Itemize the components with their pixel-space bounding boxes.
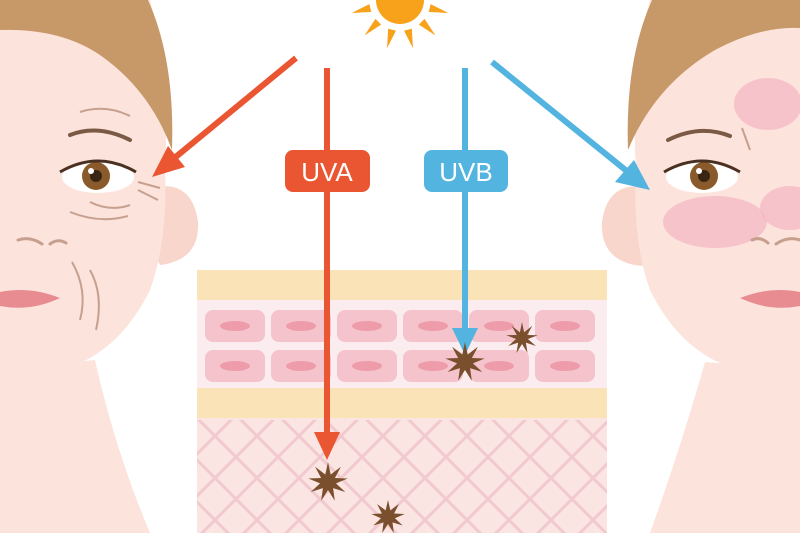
collagen-fiber	[283, 420, 402, 533]
cell-nucleus	[286, 321, 316, 331]
sun-ray	[387, 28, 396, 49]
right-eye-highlight	[696, 168, 702, 174]
right-neck	[650, 362, 800, 533]
right-lips	[740, 290, 800, 308]
right-hair	[627, 0, 800, 150]
cell-nucleus	[550, 361, 580, 371]
collagen-fiber	[241, 420, 360, 533]
basal-band	[197, 388, 607, 418]
cell-nucleus	[286, 361, 316, 371]
cell-nucleus	[220, 361, 250, 371]
uva-badge: UVA	[285, 150, 370, 192]
starburst-icon	[506, 322, 538, 353]
uva-arrowhead-left-face	[152, 146, 185, 177]
sun-ray	[418, 18, 436, 36]
collagen-fiber	[409, 420, 528, 533]
cell-nucleus	[550, 321, 580, 331]
sun-ray	[351, 4, 372, 13]
collagen-fiber	[199, 420, 318, 533]
collagen-fiber	[325, 420, 444, 533]
left-forehead-wrinkle	[79, 107, 131, 117]
sun-rays	[351, 4, 449, 49]
uvb-label: UVB	[439, 157, 492, 187]
left-face-aged	[0, 0, 199, 533]
uvb-arrowhead-epidermis	[452, 328, 478, 355]
cell-nucleus	[418, 361, 448, 371]
dermis-layer	[197, 418, 607, 533]
right-eyelid	[663, 159, 741, 174]
left-hair	[0, 0, 173, 150]
right-brow	[666, 128, 732, 142]
skin-cross-section	[197, 270, 607, 533]
uvb-arrows	[452, 59, 650, 355]
left-brow	[68, 128, 132, 142]
starburst-icon	[371, 500, 405, 533]
cell-nucleus	[418, 321, 448, 331]
cell-nucleus	[352, 361, 382, 371]
uvb-arrow-to-right-face	[490, 59, 630, 175]
left-nose	[16, 237, 68, 246]
sun-ray	[364, 18, 382, 36]
collagen-fiber	[451, 420, 570, 533]
starburst-icon	[445, 342, 485, 381]
left-eyelid	[59, 159, 137, 174]
collagen-fiber	[197, 420, 234, 457]
uva-arrows	[152, 55, 340, 460]
right-blush-cheek	[663, 196, 767, 248]
collagen-fiber	[574, 420, 607, 453]
right-blush-cheek-right	[760, 186, 800, 230]
right-nose	[750, 237, 800, 246]
sun-ray	[428, 4, 449, 13]
cell-nucleus	[484, 361, 514, 371]
cell-nucleus	[352, 321, 382, 331]
starburst-icon	[308, 462, 348, 501]
collagen-fiber	[493, 420, 607, 533]
collagen-fiber	[577, 503, 607, 533]
collagen-fiber	[535, 461, 607, 533]
sun-icon	[351, 0, 449, 49]
uva-label: UVA	[301, 157, 353, 187]
uva-arrowhead-dermis	[314, 432, 340, 460]
collagen-fiber	[197, 420, 276, 499]
left-eye-highlight	[88, 168, 94, 174]
stratum-corneum-band	[197, 270, 607, 300]
sun-core	[376, 0, 424, 24]
epidermis-cells	[205, 310, 595, 382]
uva-arrow-to-left-face	[170, 55, 298, 163]
left-neck	[0, 360, 150, 533]
sun-ray	[404, 28, 413, 49]
damage-marks	[308, 322, 538, 533]
left-crows-feet	[69, 181, 161, 221]
cell-nucleus	[220, 321, 250, 331]
right-blush-upper	[734, 78, 800, 130]
collagen-fiber	[197, 499, 231, 533]
cell-nucleus	[484, 321, 514, 331]
uvb-badge: UVB	[424, 150, 508, 192]
right-face-sunburned	[601, 0, 800, 533]
left-nasolabial	[71, 261, 100, 331]
right-frown-line	[741, 127, 751, 151]
left-lips	[0, 290, 60, 308]
uvb-arrowhead-right-face	[615, 160, 650, 190]
